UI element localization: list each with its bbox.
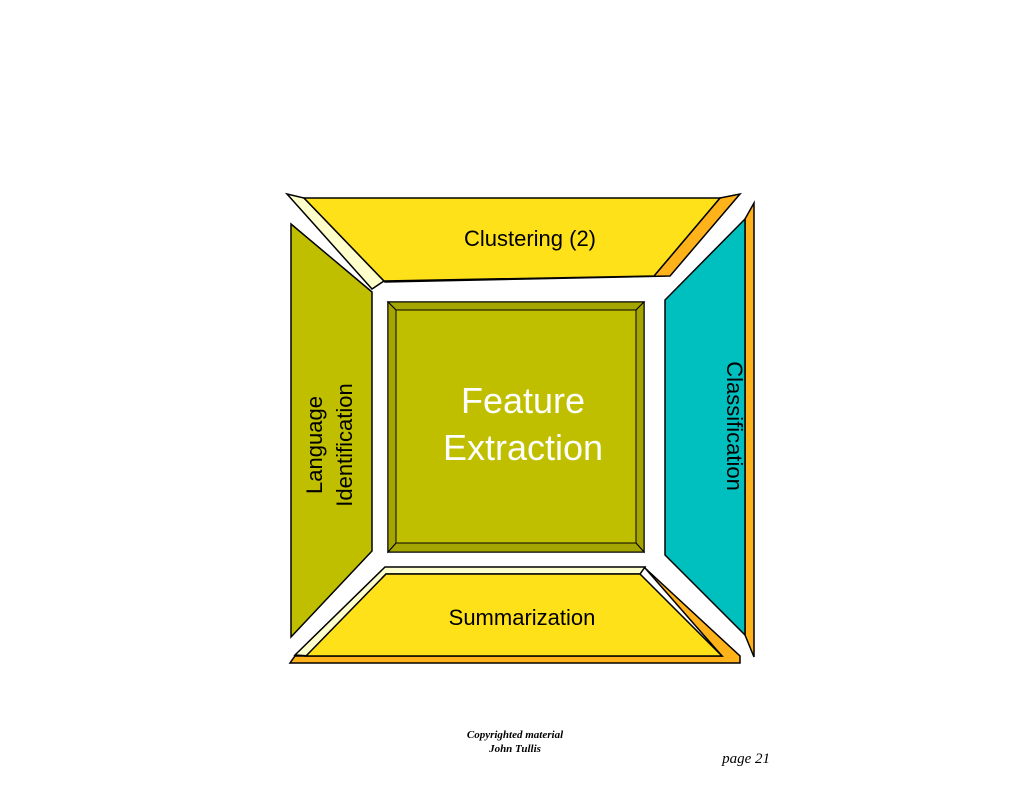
top-panel: Clustering (2) xyxy=(284,192,742,290)
copyright-line2: John Tullis xyxy=(489,743,541,755)
center-box: Feature Extraction xyxy=(386,300,646,554)
left-panel-face xyxy=(290,222,373,639)
bottom-panel: Summarization xyxy=(288,566,741,664)
center-label-line1: Feature xyxy=(461,380,585,421)
bottom-panel-face xyxy=(304,573,724,657)
bottom-panel-label: Summarization xyxy=(449,605,596,630)
center-label-line2: Extraction xyxy=(443,427,603,468)
page-number: page 21 xyxy=(722,751,770,767)
right-panel-face xyxy=(664,217,746,637)
center-box-face xyxy=(395,309,637,544)
left-panel: Language Identification xyxy=(290,222,373,639)
right-panel-label: Classification xyxy=(722,361,747,491)
top-panel-face xyxy=(302,197,722,282)
right-panel: Classification xyxy=(664,200,755,658)
copyright-line1: Copyrighted material xyxy=(466,729,564,741)
top-panel-label: Clustering (2) xyxy=(464,226,596,251)
left-panel-label-line2: Identification xyxy=(332,383,357,507)
left-panel-label-line1: Language xyxy=(302,396,327,494)
